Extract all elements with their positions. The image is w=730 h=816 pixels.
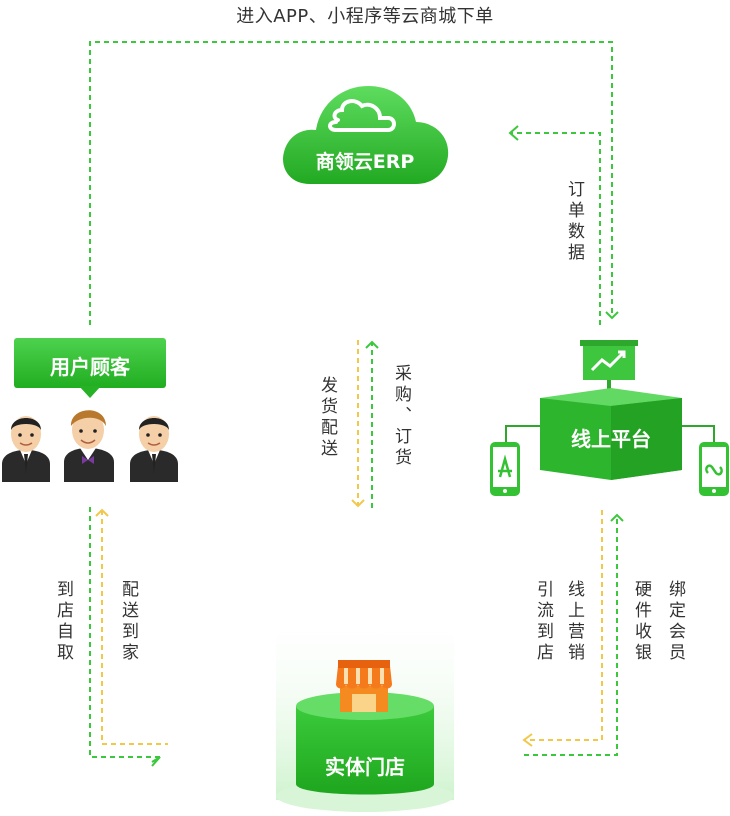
cloud-logo-icon [328, 99, 396, 132]
hardware-line [524, 515, 618, 756]
home-delivery-line [101, 510, 168, 745]
home-delivery-arrowhead [95, 508, 109, 517]
order-data-line [510, 132, 601, 325]
purchase-order-label: 采购、订货 [391, 364, 411, 469]
home-delivery-label: 配送到家 [118, 580, 138, 664]
hardware-cashier-label: 硬件收银 [631, 580, 651, 664]
customer-label: 用户顾客 [50, 355, 130, 379]
hardware-arrowhead [610, 513, 624, 522]
bind-member-label: 绑定会员 [665, 580, 685, 664]
purchase-arrowhead [365, 340, 379, 349]
chart-board-icon [580, 340, 638, 380]
customer-badge-pointer [79, 386, 101, 398]
order-data-label: 订单数据 [564, 180, 584, 264]
self-pickup-label: 到店自取 [53, 580, 73, 664]
customer-badge [14, 338, 166, 388]
top-flow-label: 进入APP、小程序等云商城下单 [236, 6, 494, 27]
ship-delivery-label: 发货配送 [317, 376, 337, 460]
marketing-arrowhead [522, 733, 533, 747]
app-phone-icon [490, 442, 520, 496]
order-flow-line [89, 41, 613, 325]
self-pickup-line [89, 506, 160, 758]
order-data-arrowhead [508, 125, 519, 141]
ship-arrowhead [351, 499, 365, 508]
erp-label: 商领云ERP [315, 151, 415, 173]
platform-device-connector [505, 425, 715, 446]
erp-cloud [283, 86, 449, 184]
self-pickup-arrowhead [151, 756, 161, 767]
online-marketing-label: 线上营销 [564, 580, 584, 664]
platform-label: 线上平台 [571, 427, 651, 451]
shop-awning-icon [336, 660, 392, 712]
store-label: 实体门店 [325, 755, 405, 779]
platform-box [540, 388, 682, 480]
platform-board-stand [607, 380, 611, 394]
drainage-label: 引流到店 [533, 580, 553, 664]
miniprogram-phone-icon [699, 442, 729, 496]
customer-people-icon [2, 410, 178, 482]
marketing-line [524, 510, 603, 741]
order-flow-arrowhead [605, 311, 619, 320]
